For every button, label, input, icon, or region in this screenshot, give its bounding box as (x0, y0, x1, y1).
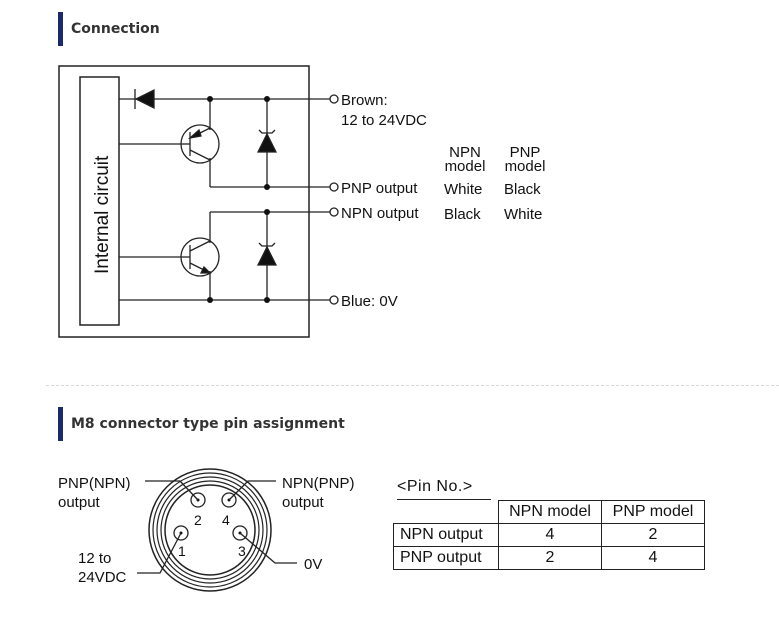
pin-number-table-title: <Pin No.> (397, 478, 473, 495)
connector-label-bottom-left-line2: 24VDC (78, 569, 127, 586)
upper-transistor (180, 124, 220, 164)
terminal-blue-label: Blue: 0V (341, 293, 398, 310)
table-corner-cell (393, 500, 499, 524)
terminal-circles (329, 94, 339, 305)
pnp-model-header-line2: model (505, 158, 546, 175)
terminal-brown-voltage: 12 to 24VDC (341, 112, 427, 129)
terminal-brown-label: Brown: (341, 92, 388, 109)
internal-circuit-label: Internal circuit (92, 155, 113, 274)
pin-number-3: 3 (238, 543, 246, 559)
terminal-npn-output-label: NPN output (341, 205, 419, 222)
wire-color-npn-output-npn-model: Black (444, 206, 481, 223)
internal-circuit-block (79, 76, 120, 326)
table-row-label: NPN output (393, 523, 499, 547)
junction-dots (207, 96, 270, 303)
table-header-row: NPN model PNP model (393, 500, 705, 524)
sensor-housing (58, 65, 310, 338)
table-cell-npn-model: 4 (498, 523, 602, 547)
pnp-model-header-line1: PNP (510, 144, 541, 161)
pin-title-underline (397, 499, 491, 500)
table-cell-npn-model: 2 (498, 546, 602, 570)
table-row: PNP output 2 4 (393, 546, 705, 570)
connection-title: Connection (71, 21, 160, 37)
pin-assignment-section-header: M8 connector type pin assignment (58, 407, 345, 441)
connector-label-bottom-right: 0V (304, 556, 322, 573)
table-row-label: PNP output (393, 546, 499, 570)
connector-label-top-left-line2: output (58, 494, 101, 511)
table-cell-pnp-model: 2 (601, 523, 705, 547)
connector-label-top-left-line1: PNP(NPN) (58, 475, 131, 492)
connector-label-top-right-line2: output (282, 494, 325, 511)
input-diode (134, 88, 155, 110)
npn-model-header-line1: NPN (449, 144, 481, 161)
connector-label-bottom-left-line1: 12 to (78, 550, 111, 567)
wire-color-pnp-output-pnp-model: Black (504, 181, 541, 198)
table-header-pnp-model: PNP model (601, 500, 705, 524)
connector-label-top-right-line1: NPN(PNP) (282, 475, 355, 492)
table-cell-pnp-model: 4 (601, 546, 705, 570)
pin-number-1: 1 (178, 543, 186, 559)
npn-model-header-line2: model (445, 158, 486, 175)
pin-assignment-title: M8 connector type pin assignment (71, 416, 345, 432)
m8-connector-face (148, 468, 272, 592)
wire-color-pnp-output-npn-model: White (444, 181, 482, 198)
terminal-pnp-output-label: PNP output (341, 180, 418, 197)
lower-zener-diode (256, 242, 278, 266)
wire-color-npn-output-pnp-model: White (504, 206, 542, 223)
lower-transistor (180, 237, 220, 277)
circuit-wires (119, 98, 330, 301)
upper-zener-diode (256, 129, 278, 153)
connection-section-header: Connection (58, 12, 160, 46)
pin-number-4: 4 (222, 512, 230, 528)
table-row: NPN output 4 2 (393, 523, 705, 547)
pin-number-2: 2 (194, 512, 202, 528)
connector-pins (173, 492, 248, 541)
pin-number-table: NPN model PNP model NPN output 4 2 PNP o… (393, 500, 705, 570)
section-divider (46, 385, 779, 386)
connector-leader-lines (137, 480, 297, 574)
table-header-npn-model: NPN model (498, 500, 602, 524)
